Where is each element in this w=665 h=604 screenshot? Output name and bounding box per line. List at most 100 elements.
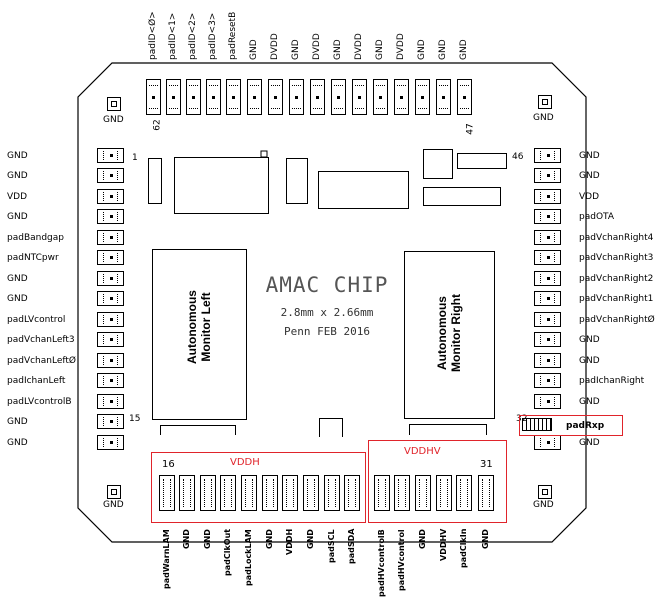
bottom-vddhv-pad-1 (374, 475, 390, 511)
left-pin-label-14: GND (7, 417, 28, 427)
left-pin-label-7: GND (7, 274, 28, 284)
top-pin-label-11: DVDD (354, 33, 364, 60)
padrxp-highlight (519, 415, 623, 436)
bottom-vddh-pin-label-8: GND (306, 529, 315, 549)
vddhv-group-label: VDDHV (404, 446, 441, 457)
right-pin-label-7: padVchanRight2 (579, 274, 654, 284)
left-pad-7 (97, 271, 124, 286)
right-pad-4 (534, 209, 561, 224)
right-pin-label-8: padVchanRight1 (579, 294, 654, 304)
top-pad-7 (268, 79, 283, 115)
left-pin-label-11: padVchanLeftØ (7, 356, 76, 366)
left-pin-label-10: padVchanLeft3 (7, 335, 75, 345)
left-pin-label-2: GND (7, 171, 28, 181)
bottom-vddh-pad-7 (282, 475, 298, 511)
top-pad-9 (310, 79, 325, 115)
right-pad-2 (534, 168, 561, 183)
left-pin-label-8: GND (7, 294, 28, 304)
left-pad-9 (97, 312, 124, 327)
notch-left (160, 425, 236, 435)
top-pad-10 (331, 79, 346, 115)
right-pin-label-12: padIchanRight (579, 376, 645, 386)
right-pad-9 (534, 312, 561, 327)
left-pad-8 (97, 291, 124, 306)
pin-number-62: 62 (152, 119, 163, 131)
bottom-vddh-pin-label-4: padClkOut (223, 528, 232, 576)
right-pin-label-2: GND (579, 171, 600, 181)
bottom-vddh-pad-3 (200, 475, 216, 511)
pin-number-1: 1 (132, 153, 138, 163)
monitor-left (152, 249, 247, 420)
corner-gnd-top-left: GND (103, 115, 124, 125)
left-pad-1 (97, 148, 124, 163)
top-pad-15 (436, 79, 451, 115)
top-pin-label-1: padID<Ø> (148, 11, 158, 60)
left-pin-label-12: padIchanLeft (7, 376, 66, 386)
pin-number-31: 31 (480, 459, 493, 470)
left-pad-3 (97, 189, 124, 204)
block-square-right (423, 149, 453, 179)
right-pad-15 (534, 435, 561, 450)
bottom-vddh-pad-5 (241, 475, 257, 511)
right-pin-label-13: GND (579, 397, 600, 407)
top-pin-label-10: GND (333, 39, 343, 60)
right-pad-13 (534, 394, 561, 409)
top-pin-label-4: padID<3> (208, 12, 218, 60)
vddh-group-label: VDDH (230, 457, 260, 468)
left-pad-13 (97, 394, 124, 409)
bottom-vddhv-pad-4 (436, 475, 452, 511)
top-pad-6 (247, 79, 262, 115)
top-pad-4 (206, 79, 221, 115)
left-pin-label-6: padNTCpwr (7, 253, 59, 263)
top-pad-11 (352, 79, 367, 115)
bottom-vddh-pad-10 (344, 475, 360, 511)
monitor-right (404, 251, 495, 419)
right-pin-label-3: VDD (579, 192, 600, 202)
top-pin-label-13: DVDD (396, 33, 406, 60)
corner-gnd-top-right: GND (533, 113, 554, 123)
right-pin-label-5: padVchanRight4 (579, 233, 654, 243)
bottom-vddhv-pin-label-6: GND (481, 529, 490, 549)
left-pin-label-4: GND (7, 212, 28, 222)
top-pin-label-5: padResetB (228, 11, 238, 60)
right-pin-label-14: padRxp (566, 421, 605, 431)
monitor-right-line1: Autonomous (435, 296, 449, 370)
notch-center (319, 418, 343, 437)
block-large-top (174, 157, 269, 214)
top-pad-5 (226, 79, 241, 115)
bottom-vddh-pin-label-1: padWarnLAM (162, 529, 171, 589)
bottom-vddhv-pin-label-2: padHVcontrol (397, 529, 406, 591)
chip-title: AMAC CHIP (265, 273, 389, 297)
monitor-left-line1: Autonomous (185, 290, 199, 364)
bottom-vddh-pad-9 (324, 475, 340, 511)
right-pad-14-rxp (522, 418, 552, 431)
right-pin-label-10: GND (579, 335, 600, 345)
block-small-left (148, 158, 162, 204)
right-pad-8 (534, 291, 561, 306)
top-pad-12 (373, 79, 388, 115)
block-thin-right (457, 153, 507, 169)
corner-pad-top-left (107, 97, 121, 111)
corner-pad-bottom-left (107, 485, 121, 499)
right-pad-7 (534, 271, 561, 286)
top-pad-13 (394, 79, 409, 115)
vddhv-group-box (368, 440, 507, 523)
right-pad-3 (534, 189, 561, 204)
left-pad-5 (97, 230, 124, 245)
top-pin-label-3: padID<2> (188, 12, 198, 60)
left-pin-label-5: padBandgap (7, 233, 64, 243)
bottom-vddhv-pad-2 (394, 475, 410, 511)
left-pad-4 (97, 209, 124, 224)
bottom-vddh-pin-label-7: VDDH (285, 528, 294, 555)
top-pin-label-9: DVDD (312, 33, 322, 60)
top-pin-label-8: GND (291, 39, 301, 60)
pin-number-32: 32 (516, 414, 528, 424)
top-pin-label-15: GND (438, 39, 448, 60)
bottom-vddh-pin-label-10: padSDA (347, 528, 356, 564)
left-pad-11 (97, 353, 124, 368)
left-pin-label-1: GND (7, 151, 28, 161)
notch-right (409, 424, 487, 435)
right-pin-label-1: GND (579, 151, 600, 161)
top-pad-2 (166, 79, 181, 115)
left-pad-14 (97, 414, 124, 429)
